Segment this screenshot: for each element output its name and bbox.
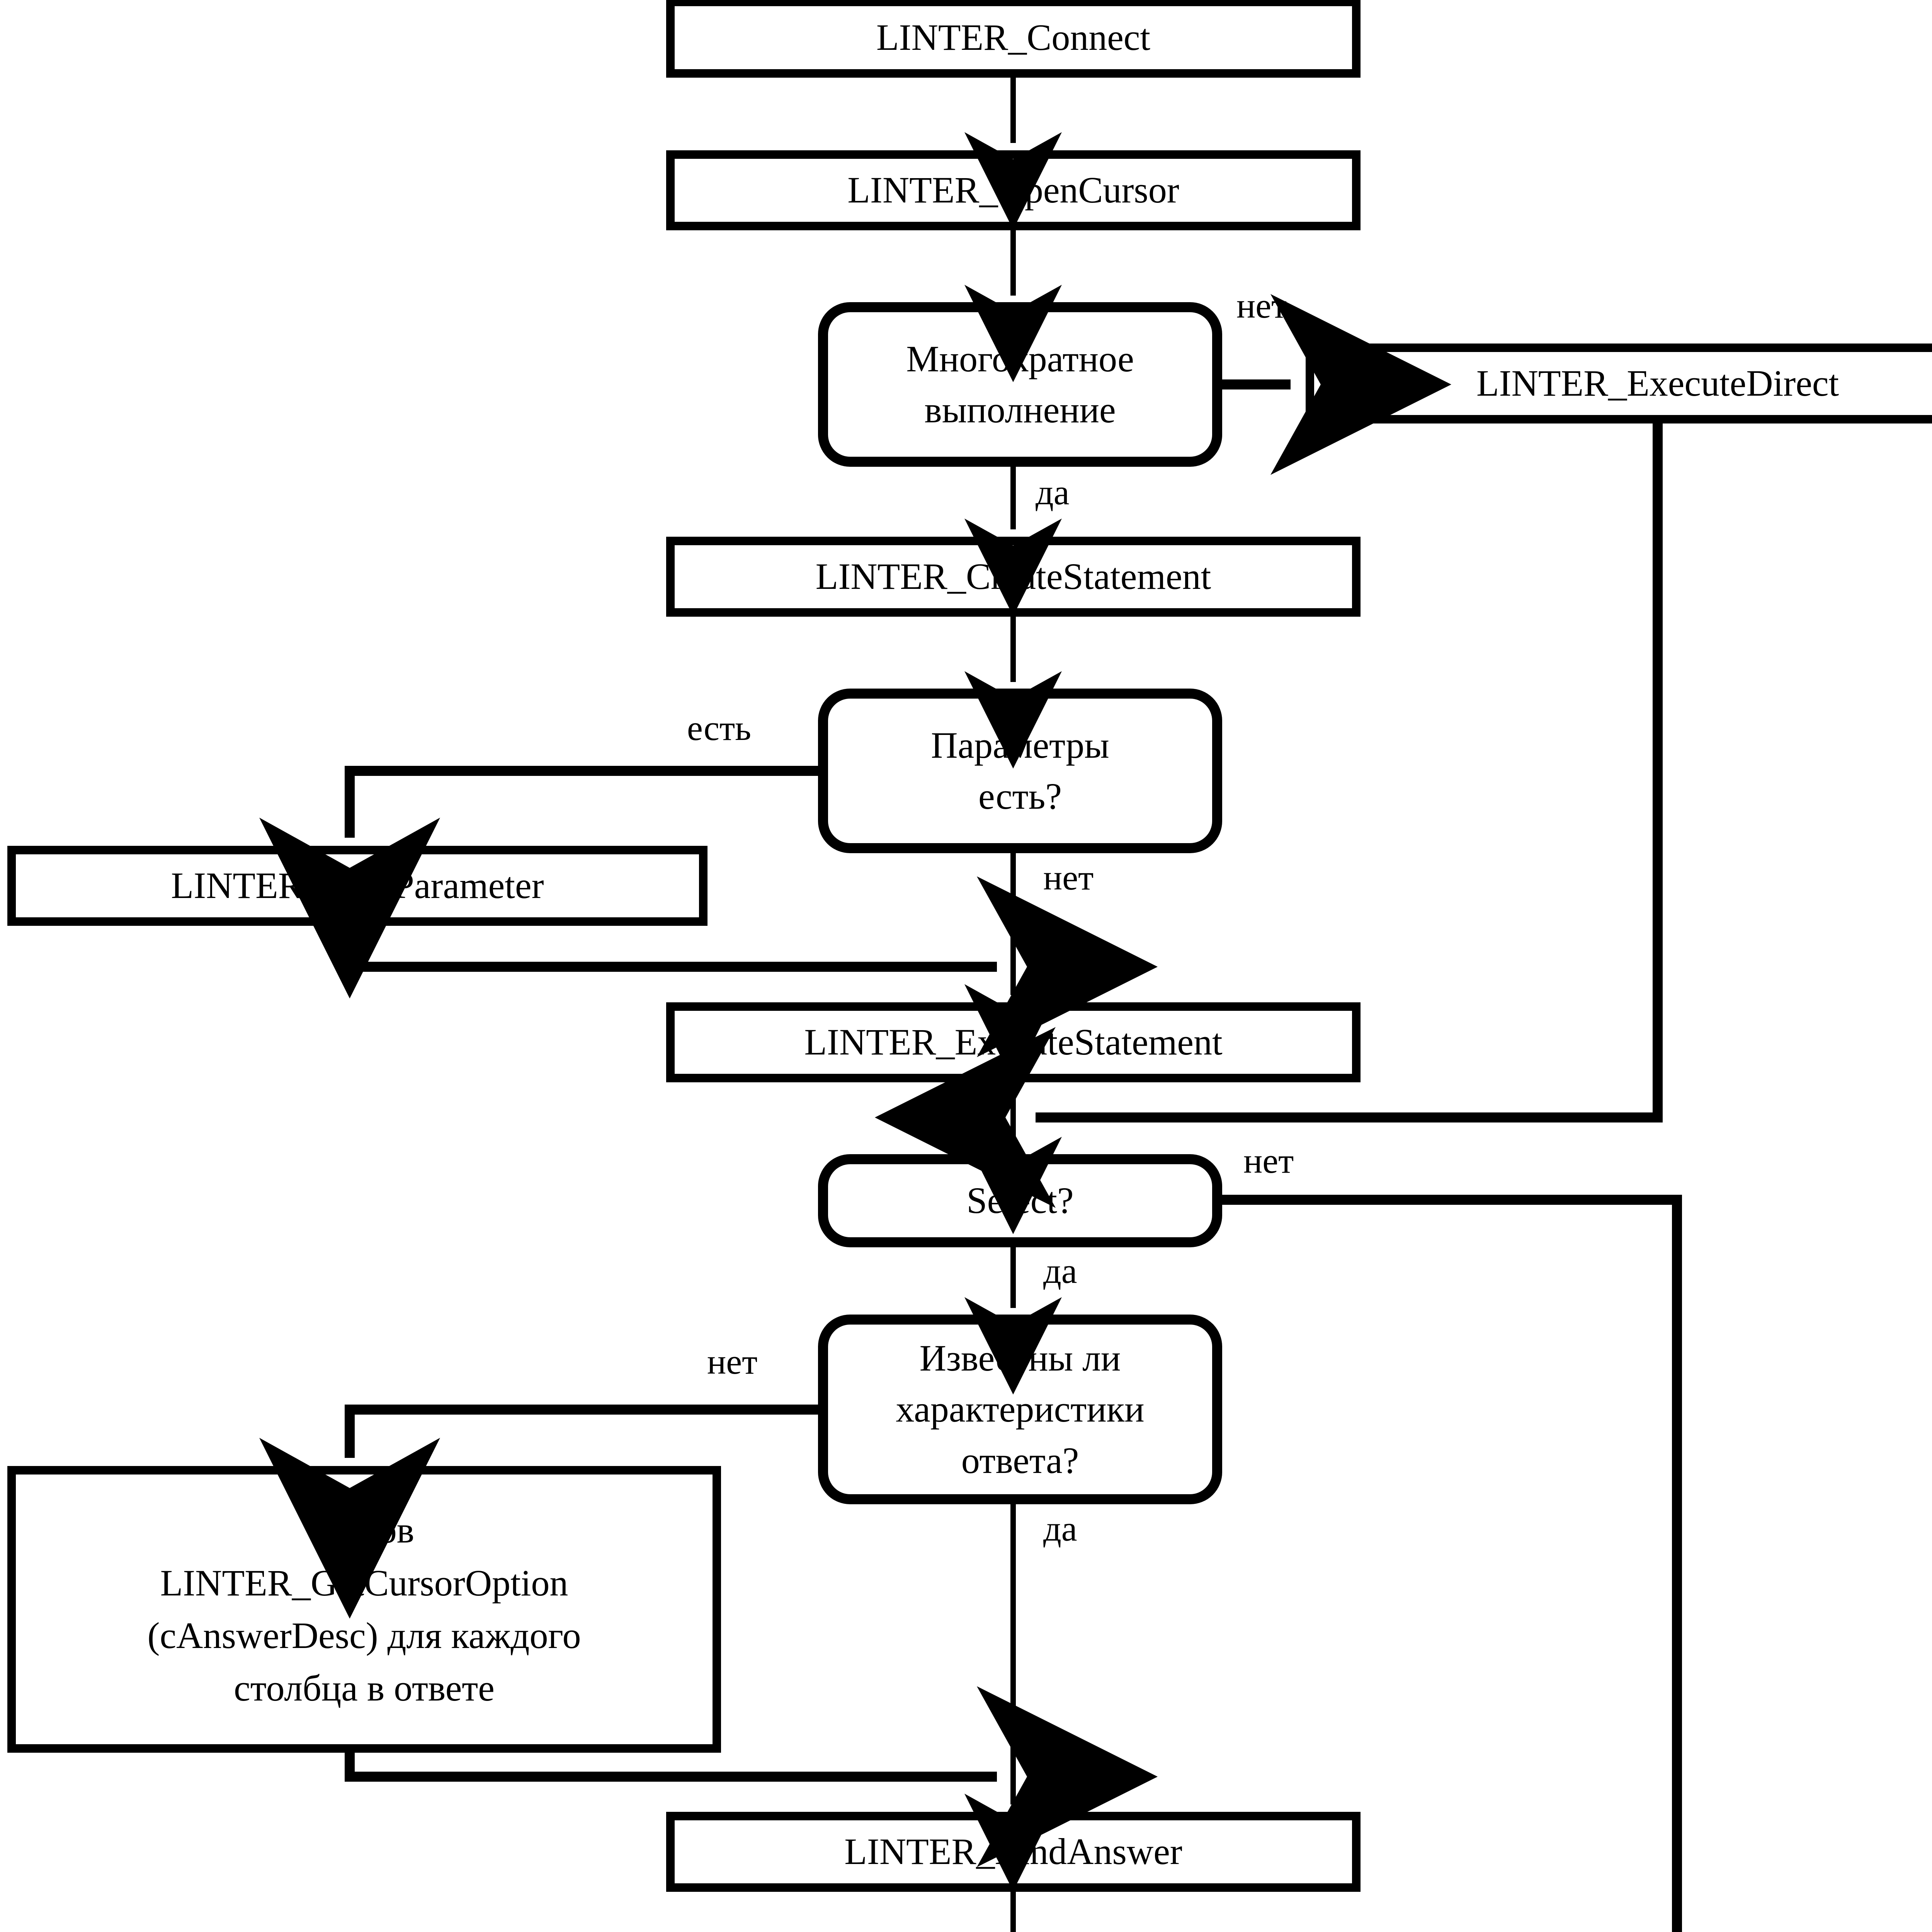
edge-label-select-no: нет xyxy=(1243,1141,1294,1180)
node-connect-shape xyxy=(666,0,1361,78)
node-executedirect-shape xyxy=(1306,344,1932,423)
edge-label-params-no: нет xyxy=(1043,858,1094,897)
edge-params-bindparameter xyxy=(259,766,823,998)
edge-label-multi-no: нет xyxy=(1236,286,1287,325)
edge-getcursoroption-bindanswer xyxy=(345,1686,1158,1867)
edge-label-multi-yes: да xyxy=(1036,473,1070,512)
edge-select-closecursor xyxy=(1217,1195,1682,1932)
edge-known-getcursoroption xyxy=(259,1405,823,1619)
node-params-shape xyxy=(818,689,1222,853)
edge-executedirect-select xyxy=(875,419,1663,1208)
edge-label-select-yes: да xyxy=(1043,1251,1077,1291)
node-bindparameter-shape xyxy=(7,846,707,926)
node-known-shape xyxy=(818,1315,1222,1504)
node-executestatement-shape xyxy=(666,1002,1361,1082)
node-createstatement-shape xyxy=(666,537,1361,617)
node-bindanswer-shape xyxy=(666,1812,1361,1892)
node-select-shape xyxy=(818,1154,1222,1247)
edge-label-known-yes: да xyxy=(1043,1509,1077,1548)
node-multi-shape xyxy=(818,302,1222,467)
node-opencursor-shape xyxy=(666,150,1361,230)
node-getcursoroption-shape xyxy=(7,1466,721,1753)
edge-label-known-no: нет xyxy=(707,1342,758,1381)
edge-label-params-yes: есть xyxy=(687,708,752,748)
edge-bindparameter-executestatement xyxy=(345,876,1158,1057)
